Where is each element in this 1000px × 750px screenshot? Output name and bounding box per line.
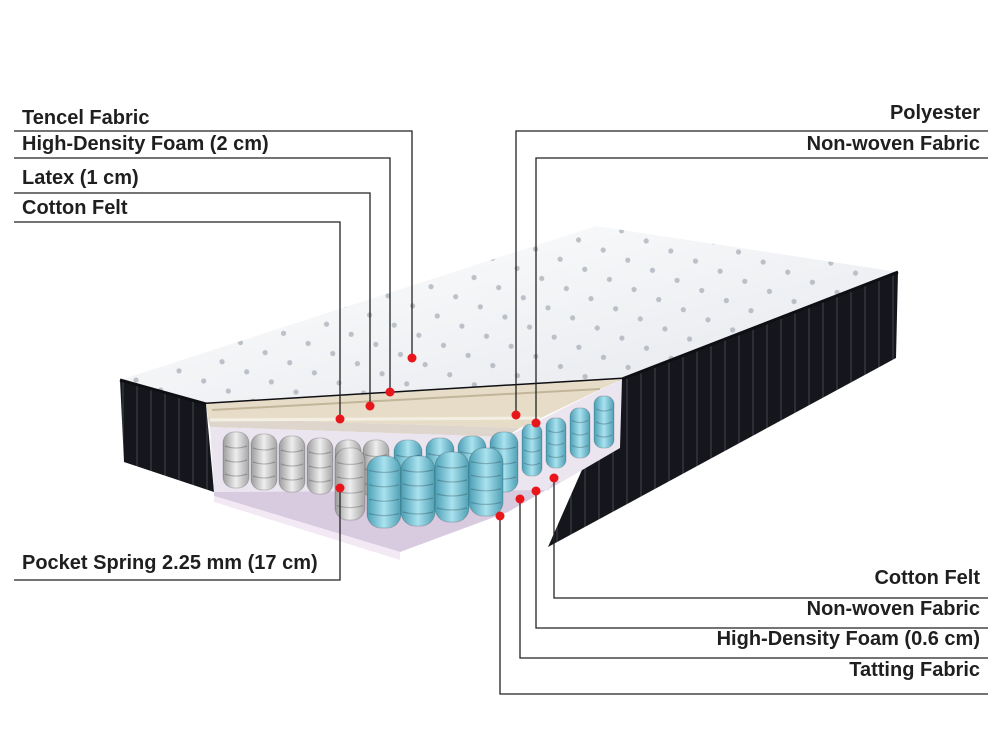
leader-tencel-fabric bbox=[14, 130, 413, 357]
mattress-side-right bbox=[548, 272, 898, 547]
label-polyester: Polyester bbox=[889, 102, 980, 124]
marker-polyester bbox=[511, 410, 521, 420]
label-tencel-fabric: Tencel Fabric bbox=[22, 107, 150, 129]
label-high-density-foam-2cm: High-Density Foam (2 cm) bbox=[22, 133, 269, 155]
label-pocket-spring: Pocket Spring 2.25 mm (17 cm) bbox=[22, 552, 318, 574]
marker-non-woven-top bbox=[531, 418, 541, 428]
label-tatting-fabric: Tatting Fabric bbox=[849, 659, 980, 681]
label-cotton-felt-right: Cotton Felt bbox=[874, 567, 980, 589]
pocket-spring-coil bbox=[545, 417, 567, 469]
mattress bbox=[119, 226, 899, 560]
marker-dots bbox=[335, 353, 559, 521]
leader-polyester bbox=[515, 130, 988, 414]
label-non-woven-bottom: Non-woven Fabric bbox=[806, 598, 980, 620]
leader-latex bbox=[14, 192, 371, 405]
label-cotton-felt-left: Cotton Felt bbox=[22, 197, 128, 219]
cutaway-section bbox=[206, 379, 622, 560]
pocket-spring-coil bbox=[250, 433, 278, 491]
label-non-woven-top: Non-woven Fabric bbox=[806, 133, 980, 155]
pocket-spring-coil bbox=[278, 435, 306, 493]
pocket-spring-coil bbox=[222, 431, 250, 489]
pocket-spring-coil bbox=[306, 437, 334, 495]
pocket-spring-coil bbox=[434, 451, 470, 523]
marker-non-woven-bottom bbox=[531, 486, 541, 496]
marker-cotton-felt-right bbox=[549, 473, 559, 483]
leader-non-woven-bottom bbox=[535, 490, 988, 629]
marker-cotton-felt-left bbox=[335, 414, 345, 424]
pocket-spring-coil bbox=[593, 395, 615, 449]
mattress-side-left bbox=[120, 380, 214, 492]
label-latex: Latex (1 cm) bbox=[22, 167, 139, 189]
pocket-spring-coil bbox=[334, 447, 366, 521]
pocket-spring-coil bbox=[400, 455, 436, 527]
pocket-spring-coil bbox=[468, 447, 504, 517]
leader-tatting-fabric bbox=[499, 516, 988, 695]
marker-tencel-fabric bbox=[407, 353, 417, 363]
leader-cotton-felt-right bbox=[553, 478, 988, 599]
leader-lines bbox=[14, 130, 988, 695]
pocket-springs bbox=[222, 395, 615, 529]
marker-pocket-spring bbox=[335, 483, 345, 493]
pocket-spring-coil bbox=[366, 455, 402, 529]
pocket-spring-coil bbox=[521, 423, 543, 477]
leader-pocket-spring bbox=[14, 488, 341, 581]
leader-high-density-foam-06cm bbox=[519, 498, 988, 659]
marker-high-density-foam-2cm bbox=[385, 387, 395, 397]
leader-non-woven-top bbox=[535, 157, 988, 422]
label-high-density-foam-06cm: High-Density Foam (0.6 cm) bbox=[716, 628, 980, 650]
marker-high-density-foam-06cm bbox=[515, 494, 525, 504]
leader-cotton-felt-left bbox=[14, 221, 341, 418]
marker-tatting-fabric bbox=[495, 511, 505, 521]
marker-latex bbox=[365, 401, 375, 411]
leader-high-density-foam-2cm bbox=[14, 157, 391, 390]
pocket-spring-coil bbox=[569, 407, 591, 459]
